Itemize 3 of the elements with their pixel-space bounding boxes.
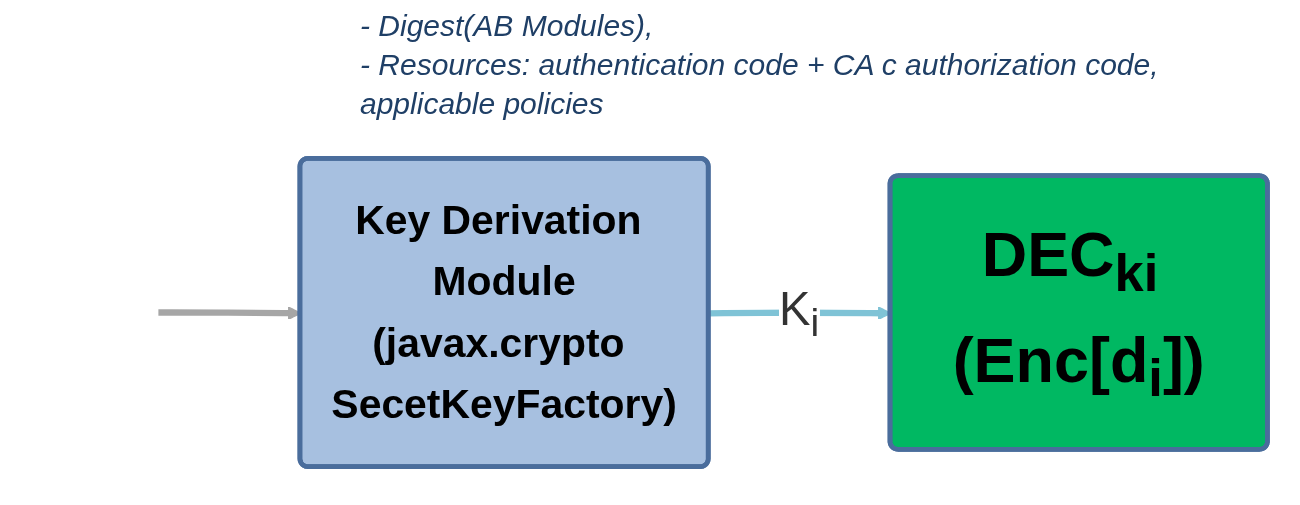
note-text: - Digest(AB Modules), (360, 8, 655, 44)
note-text: - Resources: authentication code + CA c authorization code, applicable policies (360, 47, 1160, 122)
edge-label: K$_{i}$ (779, 282, 820, 344)
